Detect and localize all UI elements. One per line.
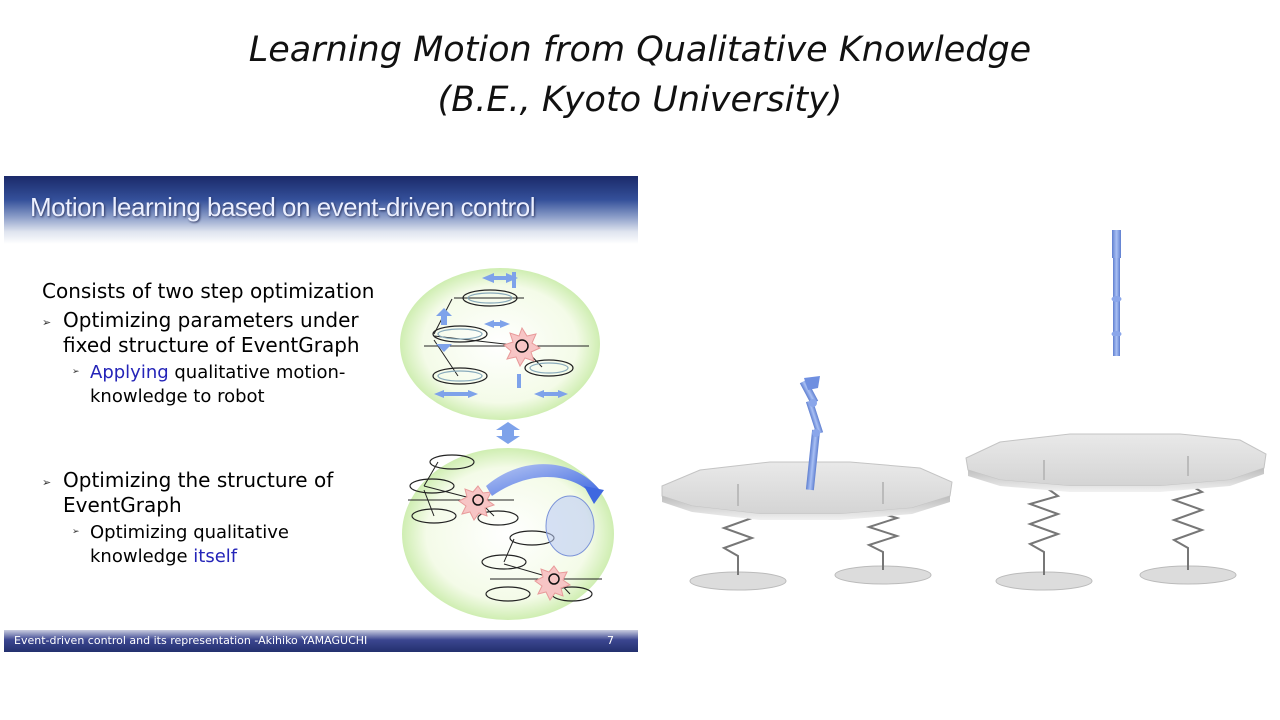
bullet-arrow-icon: ➢	[42, 476, 52, 489]
slide-header-title: Motion learning based on event-driven co…	[30, 192, 536, 222]
sub-bullet-arrow-icon: ➢	[72, 367, 80, 377]
highlight-applying: Applying	[90, 362, 169, 383]
bullet2-line1: Optimizing the structure of	[63, 468, 334, 492]
page-title-line1: Learning Motion from Qualitative Knowled…	[248, 30, 1032, 70]
bullet-arrow-icon: ➢	[42, 316, 52, 329]
event-burst-icon	[503, 326, 542, 368]
sub-bullet-arrow-icon: ➢	[72, 527, 80, 537]
slide-page-number: 7	[607, 634, 614, 647]
bullet1-sub-line1: Applying qualitative motion-	[90, 361, 345, 385]
restructure-arrow-icon	[486, 464, 599, 496]
robot-arm-left	[799, 376, 824, 491]
bullet1-line2: fixed structure of EventGraph	[63, 333, 360, 357]
bullet2-line2: EventGraph	[63, 493, 182, 517]
embedded-slide: Motion learning based on event-driven co…	[4, 176, 638, 652]
right-platform	[965, 433, 1267, 591]
slide-header: Motion learning based on event-driven co…	[4, 176, 638, 244]
robot-simulation-scene	[661, 230, 1267, 591]
double-arrow-icon	[496, 422, 520, 444]
bullet1-sub-line2: knowledge to robot	[90, 386, 265, 407]
footer-text: Event-driven control and its representat…	[14, 634, 368, 647]
bullet1-sub-rest: qualitative motion-	[168, 362, 346, 383]
bullet1-line1: Optimizing parameters under	[63, 308, 359, 332]
slide-footer: Event-driven control and its representat…	[4, 630, 638, 652]
eventgraph-diagram	[400, 268, 614, 620]
bullet2-sub-line1: Optimizing qualitative	[90, 522, 289, 543]
slide-intro: Consists of two step optimization	[42, 279, 375, 303]
bullet2-sub-line2: knowledge itself	[90, 545, 237, 569]
page-title-line2: (B.E., Kyoto University)	[437, 80, 843, 120]
bullet2-sub-pre: knowledge	[90, 546, 194, 567]
robot-arm-right	[1111, 230, 1122, 356]
highlight-itself: itself	[193, 546, 238, 567]
